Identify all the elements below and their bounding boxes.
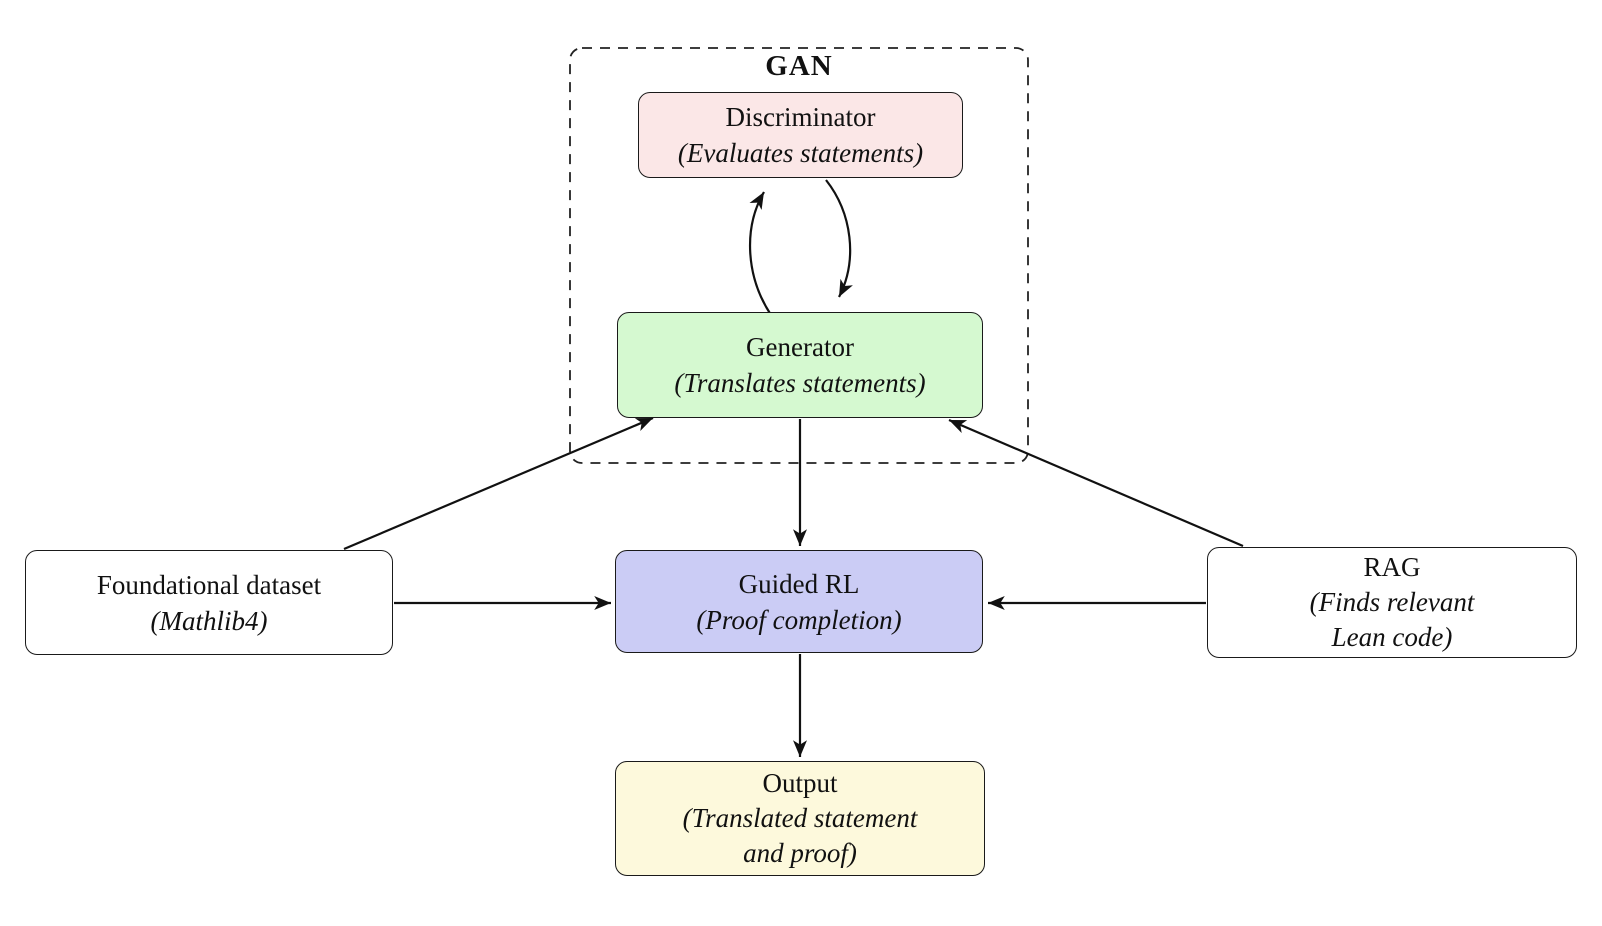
- edge-foundational-dataset-to-generator: [343, 416, 654, 551]
- node-output: Output (Translated statement and proof): [615, 761, 985, 876]
- node-foundational-dataset-title: Foundational dataset: [96, 569, 322, 600]
- node-discriminator-subtitle: (Evaluates statements): [677, 138, 924, 168]
- node-generator-subtitle: (Translates statements): [674, 368, 926, 398]
- node-output-subtitle: (Translated statement and proof): [682, 803, 918, 868]
- node-rag: RAG (Finds relevant Lean code): [1207, 547, 1577, 658]
- node-foundational-dataset: Foundational dataset (Mathlib4): [25, 550, 393, 655]
- node-discriminator: Discriminator (Evaluates statements): [638, 92, 963, 178]
- node-guided-rl: Guided RL (Proof completion): [615, 550, 983, 653]
- node-discriminator-title: Discriminator: [725, 102, 876, 132]
- gan-group-label: GAN: [765, 50, 833, 82]
- edge-rag-to-generator: [948, 418, 1244, 548]
- edge-generator-to-discriminator: [749, 191, 772, 316]
- node-foundational-dataset-subtitle: (Mathlib4): [150, 605, 268, 636]
- node-generator-title: Generator: [746, 332, 854, 362]
- node-generator: Generator (Translates statements): [617, 312, 983, 418]
- node-rag-subtitle: (Finds relevant Lean code): [1309, 587, 1475, 652]
- node-guided-rl-title: Guided RL: [738, 568, 860, 599]
- node-guided-rl-subtitle: (Proof completion): [696, 604, 902, 635]
- edge-discriminator-to-generator: [825, 179, 853, 298]
- node-rag-title: RAG: [1363, 552, 1421, 582]
- node-output-title: Output: [762, 768, 838, 798]
